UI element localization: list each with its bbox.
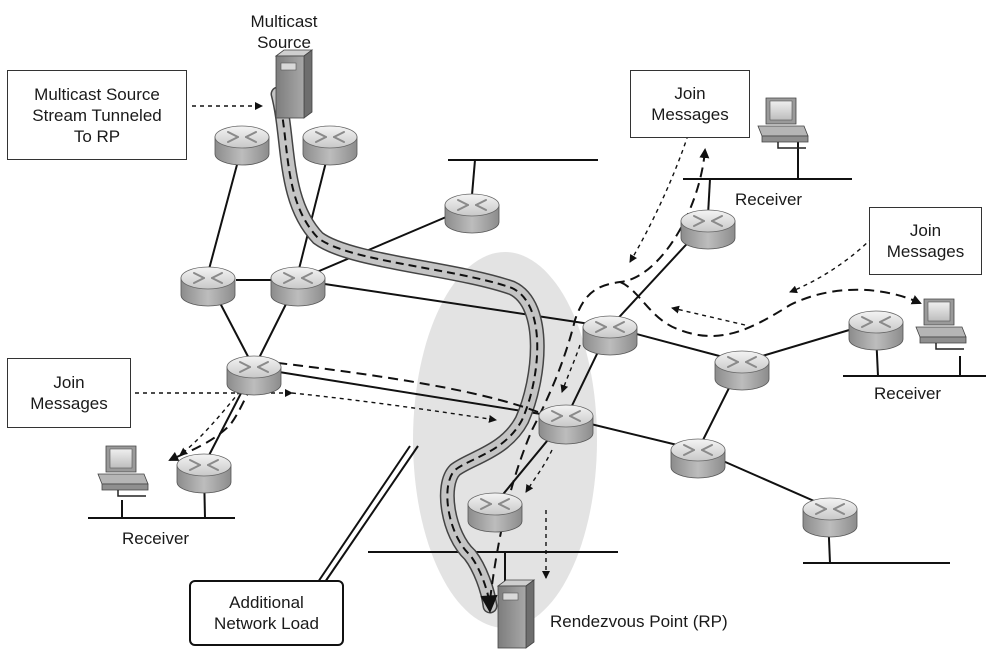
rendezvous-point-label: Rendezvous Point (RP) — [550, 612, 728, 631]
multicast-source-server-icon — [275, 49, 313, 119]
multicast-source-label: Multicast Source — [250, 12, 318, 52]
router-rp-attached — [467, 492, 523, 533]
rendezvous-point-server-icon — [497, 579, 535, 649]
router-bottom-right — [802, 497, 858, 538]
receiver-left-pc-icon — [97, 445, 149, 497]
router-top-left — [214, 125, 270, 166]
router-core-center — [538, 404, 594, 445]
router-far-right — [848, 310, 904, 351]
tunnel-note-callout: Multicast Source Stream Tunneled To RP — [7, 70, 187, 160]
router-left-center — [270, 266, 326, 307]
router-left — [180, 266, 236, 307]
join-messages-callout-top: Join Messages — [630, 70, 750, 138]
receiver-label-left: Receiver — [122, 529, 190, 548]
router-upper-center — [444, 193, 500, 234]
router-top-mid — [302, 125, 358, 166]
tunnel-arrow — [480, 594, 498, 614]
receiver-top-pc-icon — [757, 97, 809, 149]
router-bottom-left — [176, 453, 232, 494]
router-left-lower — [226, 355, 282, 396]
receiver-label-top: Receiver — [735, 190, 803, 209]
receiver-right-pc-icon — [915, 298, 967, 350]
network-load-callout: Additional Network Load — [189, 580, 344, 646]
router-upper-right — [680, 209, 736, 250]
router-core-right — [582, 315, 638, 356]
router-right — [714, 350, 770, 391]
join-messages-callout-left: Join Messages — [7, 358, 131, 428]
join-messages-callout-right: Join Messages — [869, 207, 982, 275]
tunnel-stream — [277, 93, 539, 607]
router-lower-right — [670, 438, 726, 479]
receiver-label-right: Receiver — [874, 384, 942, 403]
lan-segments — [88, 159, 986, 564]
network-load-pointer — [317, 445, 419, 583]
